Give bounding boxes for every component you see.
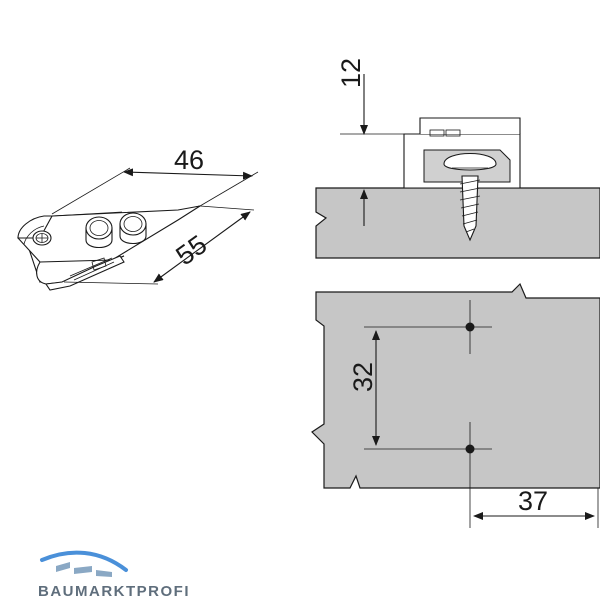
dimension-46-label: 46 (174, 145, 204, 175)
dimension-32-label: 32 (348, 362, 378, 392)
dowel-right (119, 212, 147, 245)
dimension-line (153, 211, 251, 283)
extension-line (63, 281, 159, 285)
plate-rim-curve (23, 225, 45, 245)
front-view: 32 37 (311, 282, 600, 528)
dimension-46: 46 (51, 145, 259, 215)
plate-slot-line (73, 261, 115, 281)
side-section-view: 12 (315, 58, 600, 259)
dimension-37-label: 37 (518, 486, 548, 516)
dimension-12-label: 12 (336, 58, 366, 88)
logo-brick-icon (74, 566, 92, 574)
extension-line (199, 205, 255, 211)
plate-top-edge (51, 211, 123, 217)
board-section (315, 187, 600, 259)
dimension-37: 37 (473, 486, 599, 528)
screw-shank (459, 175, 481, 242)
dimension-12: 12 (336, 58, 420, 226)
panel-front (311, 282, 600, 489)
mounting-part-notch (445, 129, 461, 137)
extension-line (199, 171, 259, 207)
dimension-line (123, 168, 253, 180)
screw-head (32, 230, 52, 246)
mounting-part-notch (429, 129, 445, 137)
logo-text: BAUMARKTPROFI (38, 583, 190, 600)
extension-line (51, 167, 131, 215)
dowel-left (85, 216, 113, 249)
logo-brick-icon (56, 562, 70, 572)
plate-left-rim (17, 215, 53, 239)
screw-head-section (443, 153, 497, 171)
isometric-mounting-plate: 46 55 (17, 145, 259, 291)
logo-roof-icon (40, 550, 128, 572)
mounting-part-top (419, 117, 521, 134)
logo-brick-icon (96, 570, 112, 577)
plate-slot (91, 257, 107, 271)
brand-logo: BAUMARKTPROFI (38, 550, 190, 600)
dimension-32: 32 (348, 330, 380, 446)
plate-bottom-edge (45, 255, 125, 291)
